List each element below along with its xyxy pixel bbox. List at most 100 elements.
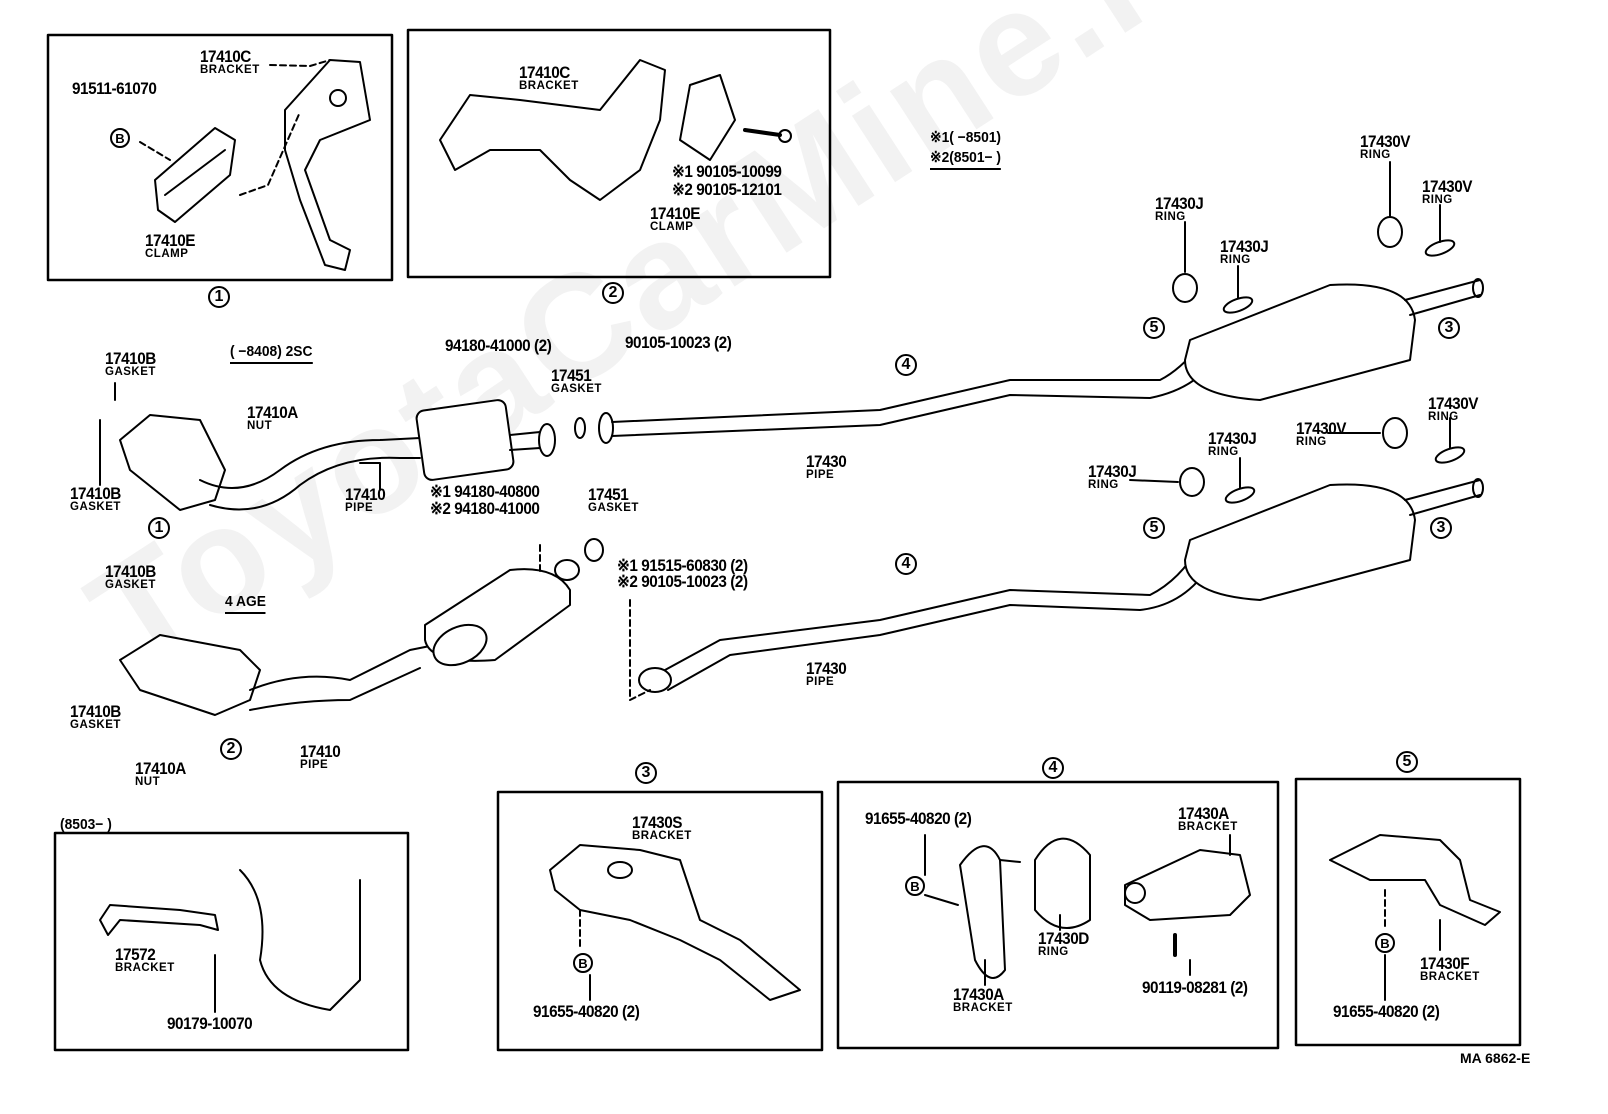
reference-circle-1: 1 xyxy=(148,517,170,539)
reference-circle-2: 2 xyxy=(602,282,624,304)
manifold-2sc-shape xyxy=(119,414,226,511)
part-name: RING xyxy=(1088,479,1119,491)
part-number: ※1 94180-40800 xyxy=(430,482,540,501)
reference-circle-4: 4 xyxy=(895,553,917,575)
part-name: NUT xyxy=(247,420,273,432)
rear-muffler-lower-shape xyxy=(1184,483,1416,601)
part-name: RING xyxy=(1155,211,1186,223)
callout--2-90105-12101: ※2 90105-12101 xyxy=(672,181,794,198)
part-number: 17410 xyxy=(345,485,386,504)
detail-box-8503 xyxy=(53,831,410,1052)
part-number: 17430V xyxy=(1428,394,1479,413)
part-name: BRACKET xyxy=(953,1002,1013,1014)
bracket-17430s-shape xyxy=(549,844,801,1001)
part-number: 91655-40820 (2) xyxy=(865,809,972,828)
part-name: RING xyxy=(1422,194,1453,206)
part-name: GASKET xyxy=(105,579,156,591)
part-number: 17430F xyxy=(1420,954,1470,973)
detail-box-3 xyxy=(496,790,824,1052)
reference-circle-4: 4 xyxy=(1042,757,1064,779)
detail-box-1 xyxy=(46,33,394,282)
reference-circle-2: 2 xyxy=(220,738,242,760)
date-note-8503: (8503− ) xyxy=(60,816,112,833)
part-number: 17430J xyxy=(1208,429,1257,448)
part-name: GASKET xyxy=(588,502,639,514)
part-number: 17410C xyxy=(200,47,251,66)
part-number: 94180-41000 (2) xyxy=(445,336,552,355)
part-number: 17430V xyxy=(1296,419,1347,438)
callout--2-94180-41000: ※2 94180-41000 xyxy=(430,500,552,517)
part-number: 17430V xyxy=(1422,177,1473,196)
part-number: 17410A xyxy=(247,403,298,422)
part-number: 17430 xyxy=(806,452,847,471)
reference-circle-3: 3 xyxy=(635,762,657,784)
reference-circle-3: 3 xyxy=(1438,317,1460,339)
bolt-reference-b: B xyxy=(110,128,130,148)
part-number: ※2 94180-41000 xyxy=(430,499,540,518)
part-number: 17430J xyxy=(1220,237,1269,256)
bolt-reference-b: B xyxy=(573,953,593,973)
part-name: RING xyxy=(1360,149,1391,161)
part-name: CLAMP xyxy=(650,221,694,233)
bracket-17410c-b-shape xyxy=(439,59,666,201)
part-name: CLAMP xyxy=(145,248,189,260)
part-number: 90119-08281 (2) xyxy=(1142,978,1248,997)
reference-circle-5: 5 xyxy=(1143,517,1165,539)
part-name: GASKET xyxy=(105,366,156,378)
part-number: 17430 xyxy=(806,659,847,678)
callout-91655-40820-2-: 91655-40820 (2) xyxy=(1333,1003,1451,1020)
bracket-17410c-shape xyxy=(284,59,371,271)
part-name: RING xyxy=(1428,411,1459,423)
reference-circle-1: 1 xyxy=(208,286,230,308)
part-number: 17410C xyxy=(519,63,570,82)
callout-91655-40820-2-: 91655-40820 (2) xyxy=(533,1003,651,1020)
part-name: PIPE xyxy=(300,759,329,771)
part-name: BRACKET xyxy=(519,80,579,92)
bolt-reference-b: B xyxy=(905,876,925,896)
bracket-17430a-left-shape xyxy=(959,845,1006,979)
clamp-17410e-shape xyxy=(154,127,236,223)
engine-note-2sc: ( −8408) 2SC xyxy=(230,344,313,364)
part-name: BRACKET xyxy=(1420,971,1480,983)
part-number: 17430A xyxy=(1178,804,1229,823)
bracket-17430a-right-shape xyxy=(1124,849,1251,921)
callout-91655-40820-2-: 91655-40820 (2) xyxy=(865,810,983,827)
callout--1-91515-60830-2-: ※1 91515-60830 (2) xyxy=(617,557,762,574)
detail-box-4 xyxy=(836,780,1280,1050)
ring-17430d-shape xyxy=(1034,837,1091,929)
part-number: 17410E xyxy=(145,231,196,250)
part-name: RING xyxy=(1038,946,1069,958)
part-number: 17451 xyxy=(551,366,592,385)
part-name: NUT xyxy=(135,776,161,788)
part-number: 17410E xyxy=(650,204,701,223)
callout--1-94180-40800: ※1 94180-40800 xyxy=(430,483,552,500)
reference-circle-4: 4 xyxy=(895,354,917,376)
part-number: ※1 91515-60830 (2) xyxy=(617,556,748,575)
part-name: BRACKET xyxy=(115,962,175,974)
catalytic-converter-shape xyxy=(415,399,515,481)
bracket-17572-shape xyxy=(99,904,219,936)
part-name: BRACKET xyxy=(1178,821,1238,833)
callout--1-90105-10099: ※1 90105-10099 xyxy=(672,163,794,180)
detail-box-5 xyxy=(1294,777,1522,1047)
